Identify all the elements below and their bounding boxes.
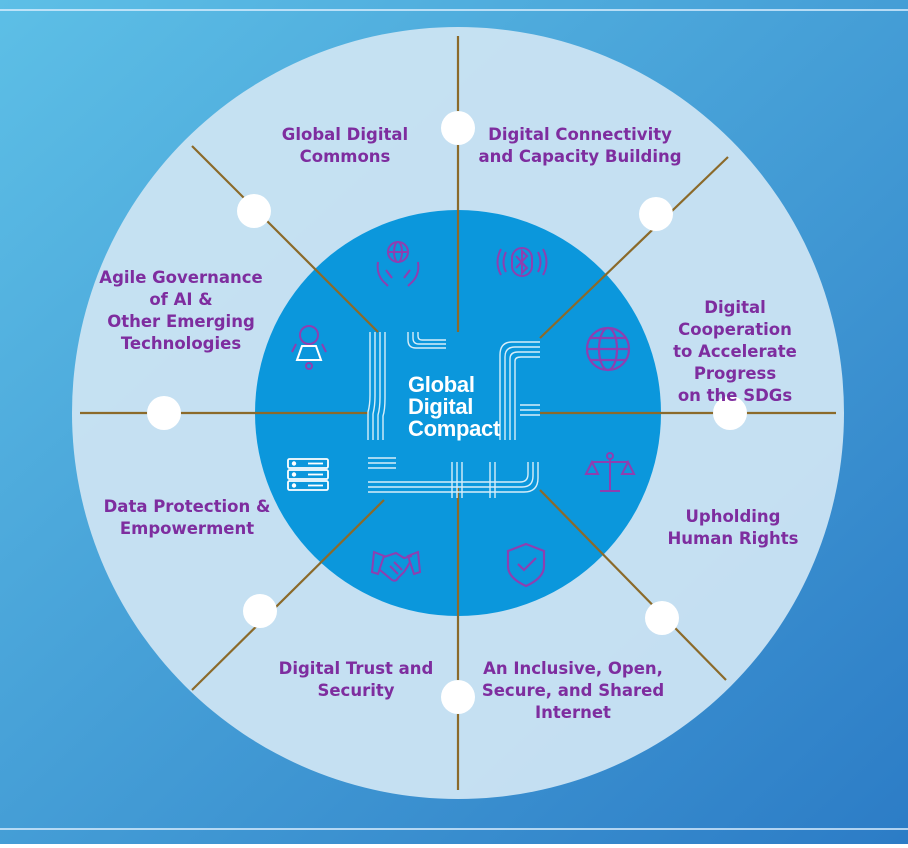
hands-globe-icon <box>376 241 420 287</box>
center-title: Global Digital Compact <box>408 374 500 440</box>
shield-check-icon <box>506 542 546 588</box>
node-top-left <box>237 194 271 228</box>
label-data-protection: Data Protection & Empowerment <box>103 497 271 538</box>
node-bottom-right <box>645 601 679 635</box>
label-digital-connectivity: Digital Connectivity and Capacity Buildi… <box>478 125 682 166</box>
circuit-traces <box>367 332 540 498</box>
database-icon <box>287 458 329 491</box>
label-digital-cooperation: Digital Cooperation to Accelerate Progre… <box>673 298 797 405</box>
label-digital-trust: Digital Trust and Security <box>278 659 434 700</box>
spoke-bottom-left <box>191 499 385 691</box>
node-bottom-left <box>243 594 277 628</box>
spokes <box>80 36 836 790</box>
spoke-top-right <box>539 156 729 339</box>
spoke-bottom-right <box>539 489 727 681</box>
globe-icon <box>585 326 631 372</box>
node-bottom <box>441 680 475 714</box>
spoke-top-left <box>191 145 379 333</box>
node-right <box>713 396 747 430</box>
handshake-icon <box>370 550 422 582</box>
label-inclusive-internet: An Inclusive, Open, Secure, and Shared I… <box>481 659 665 722</box>
node-top <box>441 111 475 145</box>
ai-robot-icon <box>291 325 327 370</box>
center-title-line1: Global <box>408 372 475 397</box>
label-agile-governance: Agile Governance of AI & Other Emerging … <box>99 268 263 353</box>
center-title-line3: Compact <box>408 416 501 441</box>
node-top-right <box>639 197 673 231</box>
spoke-nodes <box>147 111 747 714</box>
scales-icon <box>584 452 636 492</box>
center-title-line2: Digital <box>408 394 474 419</box>
label-upholding-human-rights: Upholding Human Rights <box>667 507 799 548</box>
label-global-digital-commons: Global Digital Commons <box>281 125 409 166</box>
node-left <box>147 396 181 430</box>
bluetooth-icon <box>496 247 548 277</box>
